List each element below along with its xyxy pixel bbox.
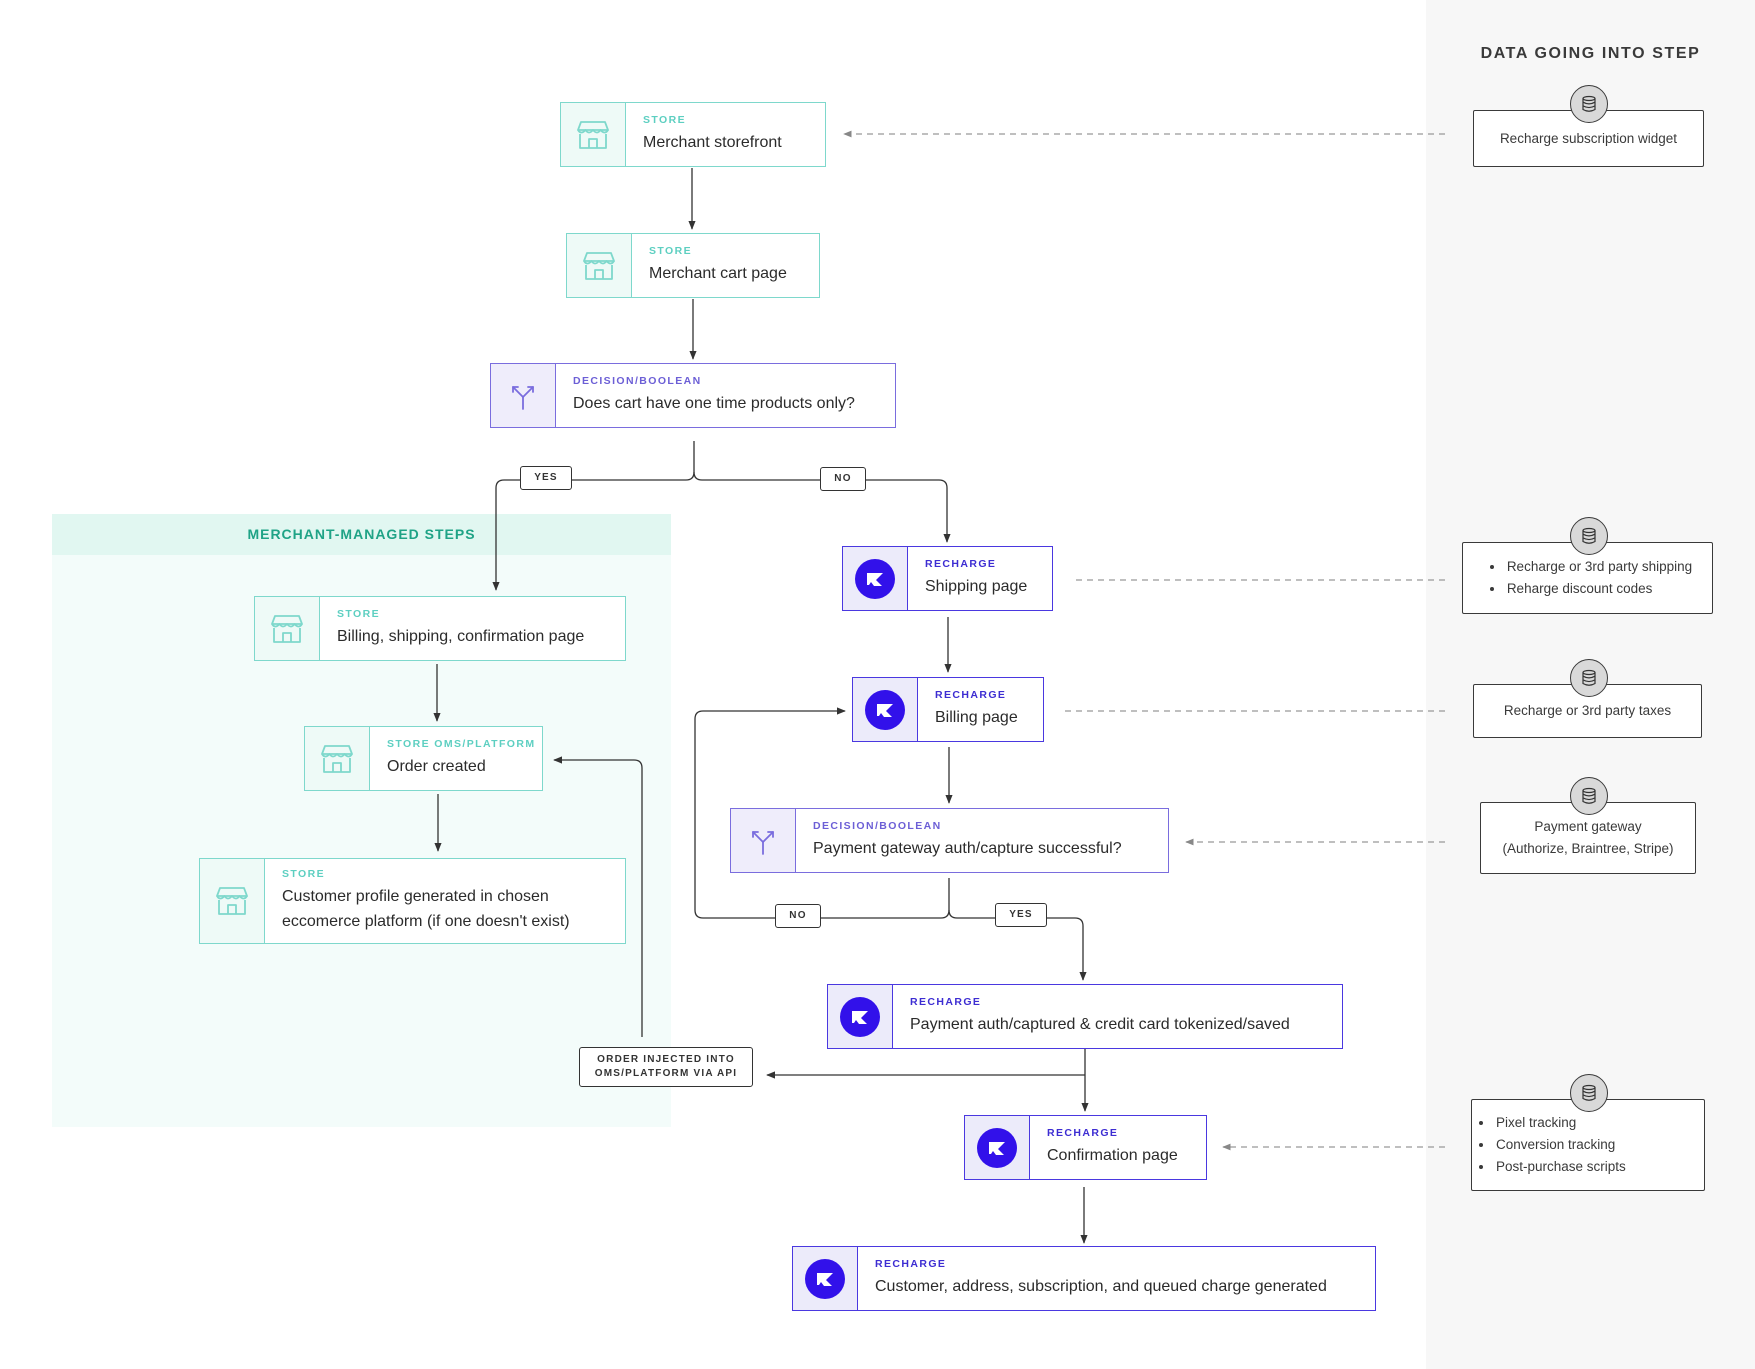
node-records-generated[interactable]: RECHARGE Customer, address, subscription,… xyxy=(792,1246,1376,1311)
database-icon xyxy=(1570,777,1608,815)
branch-icon xyxy=(512,385,534,410)
node-category: RECHARGE xyxy=(875,1258,947,1270)
data-input-line: Post-purchase scripts xyxy=(1494,1156,1626,1178)
node-label: Merchant cart page xyxy=(649,265,787,282)
node-category: DECISION/BOOLEAN xyxy=(813,820,942,832)
edge-inject-to-order-created xyxy=(553,756,643,1037)
node-category: RECHARGE xyxy=(1047,1127,1119,1139)
data-input-line: Conversion tracking xyxy=(1494,1134,1626,1156)
node-label: Billing page xyxy=(935,709,1018,726)
data-panel-title: DATA GOING INTO STEP xyxy=(1480,45,1701,62)
node-label: Customer profile generated in chosen ecc… xyxy=(282,888,570,930)
node-label: Merchant storefront xyxy=(643,134,782,151)
edge-payment-yes xyxy=(948,909,1087,981)
data-input-line: (Authorize, Braintree, Stripe) xyxy=(1502,841,1674,856)
node-category: STORE xyxy=(337,608,380,620)
edge-label-yes: YES xyxy=(995,903,1047,927)
recharge-logo-icon xyxy=(855,558,895,599)
data-input-line: Recharge or 3rd party shipping xyxy=(1505,556,1692,578)
node-label: Confirmation page xyxy=(1047,1147,1178,1164)
node-shipping-page[interactable]: RECHARGE Shipping page xyxy=(842,546,1053,611)
node-decision-one-time[interactable]: DECISION/BOOLEAN Does cart have one time … xyxy=(490,363,896,428)
node-category: RECHARGE xyxy=(935,689,1007,701)
database-icon xyxy=(1570,517,1608,555)
edge-payment-no-retry xyxy=(694,707,950,919)
data-input-line: Pixel tracking xyxy=(1494,1112,1626,1134)
storefront-icon xyxy=(321,744,353,773)
storefront-icon xyxy=(577,120,609,149)
node-merchant-storefront[interactable]: STORE Merchant storefront xyxy=(560,102,826,167)
node-label: Payment auth/captured & credit card toke… xyxy=(910,1016,1290,1033)
branch-icon xyxy=(752,830,774,855)
node-customer-profile[interactable]: STORE Customer profile generated in chose… xyxy=(199,858,626,944)
node-category: RECHARGE xyxy=(925,558,997,570)
data-input-line: Payment gateway xyxy=(1534,819,1642,834)
node-order-created[interactable]: STORE OMS/PLATFORM Order created xyxy=(304,726,543,791)
recharge-logo-icon xyxy=(977,1127,1017,1168)
node-merchant-cart[interactable]: STORE Merchant cart page xyxy=(566,233,820,298)
node-label: Billing, shipping, confirmation page xyxy=(337,628,585,645)
node-category: RECHARGE xyxy=(910,996,982,1008)
data-input-line: Recharge subscription widget xyxy=(1499,130,1678,146)
storefront-icon xyxy=(583,251,615,280)
storefront-icon xyxy=(216,887,248,915)
node-payment-captured[interactable]: RECHARGE Payment auth/captured & credit c… xyxy=(827,984,1343,1049)
merchant-managed-header xyxy=(52,514,671,555)
edge-label-no: NO xyxy=(820,467,866,491)
database-icon xyxy=(1570,1074,1608,1112)
edge-label-no: NO xyxy=(775,904,821,928)
data-input-tracking: Pixel trackingConversion trackingPost-pu… xyxy=(1471,1099,1705,1191)
edge-decision-yes xyxy=(492,441,695,591)
node-label: Order created xyxy=(387,758,486,775)
data-input-line: Recharge or 3rd party taxes xyxy=(1503,703,1672,718)
edge-decision-no xyxy=(693,471,951,543)
node-billing-page[interactable]: RECHARGE Billing page xyxy=(852,677,1044,742)
recharge-logo-icon xyxy=(805,1258,845,1299)
database-icon xyxy=(1570,659,1608,697)
node-label: Shipping page xyxy=(925,578,1028,595)
node-confirmation-page[interactable]: RECHARGE Confirmation page xyxy=(964,1115,1207,1180)
node-category: STORE xyxy=(282,868,325,880)
node-category: STORE xyxy=(649,245,692,257)
data-input-gateway: Payment gateway (Authorize, Braintree, S… xyxy=(1480,802,1696,874)
node-category: STORE OMS/PLATFORM xyxy=(387,738,536,750)
database-icon xyxy=(1570,85,1608,123)
node-billing-shipping-confirmation[interactable]: STORE Billing, shipping, confirmation pag… xyxy=(254,596,626,661)
node-label: Does cart have one time products only? xyxy=(573,395,855,412)
node-label: Customer, address, subscription, and que… xyxy=(875,1278,1327,1295)
recharge-logo-icon xyxy=(840,996,880,1037)
recharge-logo-icon xyxy=(865,689,905,730)
edge-label-order-injected: ORDER INJECTED INTO OMS/PLATFORM VIA API xyxy=(579,1047,753,1087)
node-label: Payment gateway auth/capture successful? xyxy=(813,840,1122,857)
node-decision-payment[interactable]: DECISION/BOOLEAN Payment gateway auth/cap… xyxy=(730,808,1169,873)
merchant-managed-title: MERCHANT-MANAGED STEPS xyxy=(247,526,476,542)
storefront-icon xyxy=(271,614,303,643)
data-input-shipping: Recharge or 3rd party shippingReharge di… xyxy=(1462,542,1713,614)
edge-label-yes: YES xyxy=(520,466,572,490)
node-category: DECISION/BOOLEAN xyxy=(573,375,702,387)
data-input-line: Reharge discount codes xyxy=(1505,578,1692,600)
node-category: STORE xyxy=(643,114,686,126)
